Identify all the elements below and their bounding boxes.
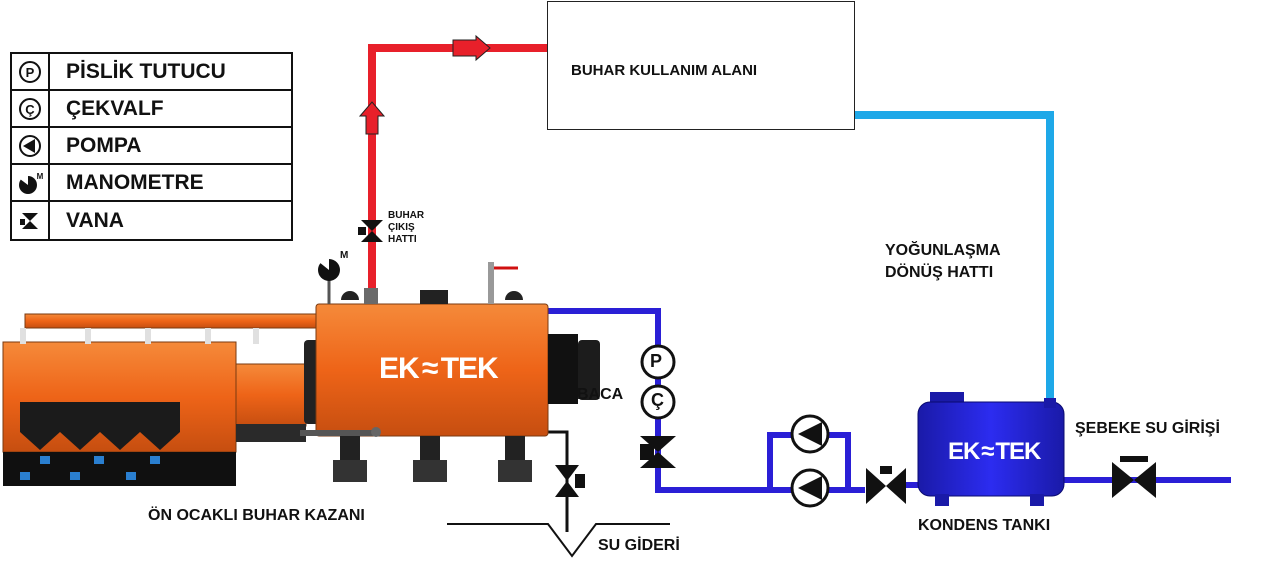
- legend-row-valve: VANA: [12, 202, 291, 239]
- flame-icon: ≈: [981, 438, 994, 465]
- valve-icon: [12, 202, 50, 239]
- manometer-icon: [318, 258, 340, 281]
- manometer-symbol: M: [37, 172, 44, 181]
- front-furnace-section: [2, 313, 318, 486]
- condensate-return-label-line-2: DÖNÜŞ HATTI: [885, 264, 994, 281]
- filter-icon: [640, 344, 676, 380]
- condensate-tank: [917, 392, 1065, 506]
- steam-flow-arrow: [452, 34, 491, 62]
- condensate-return-line: [855, 111, 1054, 402]
- legend-row-manometer: M MANOMETRE: [12, 165, 291, 202]
- flame-icon: ≈: [421, 352, 438, 385]
- pump-lower-icon: [790, 468, 830, 508]
- boiler-drum: [300, 262, 600, 482]
- condensate-tank-label: KONDENS TANKI: [918, 517, 1051, 534]
- tank-inlet-valve-icon: [866, 466, 906, 504]
- filter-circle-icon: P: [12, 54, 50, 89]
- legend-label-manometer: MANOMETRE: [66, 170, 204, 194]
- steam-line: [358, 34, 548, 288]
- water-drain: [447, 430, 670, 558]
- manometer-icon: M: [12, 165, 50, 200]
- mains-water-inlet-label: ŞEBEKE SU GİRİŞİ: [1075, 420, 1220, 437]
- filter-symbol: P: [26, 65, 35, 80]
- legend-row-pump: POMPA: [12, 128, 291, 165]
- steam-outlet-label: BUHAR ÇIKIŞ HATTI: [388, 210, 424, 246]
- steam-up-arrow: [358, 101, 386, 135]
- legend: P PİSLİK TUTUCU Ç ÇEKVALF POMPA M MANOME…: [10, 52, 293, 241]
- steam-outlet-valve-icon: [358, 220, 383, 242]
- steam-use-area-box: [547, 1, 855, 130]
- steam-outlet-label-line-2: ÇIKIŞ: [388, 222, 415, 233]
- manometer-mark: M: [340, 250, 349, 261]
- tank-logo-left: EK: [948, 438, 980, 465]
- check-valve-mark: Ç: [651, 390, 664, 410]
- boiler-logo-right: TEK: [440, 352, 499, 385]
- check-valve-icon: [640, 384, 676, 420]
- legend-row-filter: P PİSLİK TUTUCU: [12, 54, 291, 91]
- legend-label-check-valve: ÇEKVALF: [66, 96, 164, 120]
- line-valve-icon: [640, 436, 676, 468]
- legend-label-filter: PİSLİK TUTUCU: [66, 59, 226, 83]
- pump-upper-icon: [790, 414, 830, 454]
- drain-valve-icon: [555, 465, 585, 497]
- filter-mark: P: [650, 351, 663, 371]
- boiler-logo: EK≈TEK: [379, 352, 499, 386]
- steam-outlet-label-line-3: HATTI: [388, 234, 417, 245]
- steam-use-area-label: BUHAR KULLANIM ALANI: [571, 62, 758, 79]
- legend-row-check-valve: Ç ÇEKVALF: [12, 91, 291, 128]
- steam-outlet-label-line-1: BUHAR: [388, 210, 425, 221]
- legend-label-pump: POMPA: [66, 133, 142, 157]
- chimney-label: BACA: [577, 386, 624, 403]
- check-valve-circle-icon: Ç: [12, 91, 50, 126]
- boiler-name-label: ÖN OCAKLI BUHAR KAZANI: [148, 507, 365, 524]
- legend-label-valve: VANA: [66, 208, 124, 232]
- condensate-return-label-line-1: YOĞUNLAŞMA: [885, 242, 1001, 259]
- condensate-return-label: YOĞUNLAŞMA DÖNÜŞ HATTI: [885, 240, 1001, 284]
- check-valve-symbol: Ç: [25, 102, 35, 117]
- mains-water-valve-icon: [1112, 456, 1156, 498]
- pump-icon: [12, 128, 50, 163]
- boiler-logo-left: EK: [379, 352, 420, 385]
- tank-logo: EK≈TEK: [948, 438, 1041, 466]
- tank-logo-right: TEK: [995, 438, 1041, 465]
- water-drain-label: SU GİDERİ: [598, 537, 680, 554]
